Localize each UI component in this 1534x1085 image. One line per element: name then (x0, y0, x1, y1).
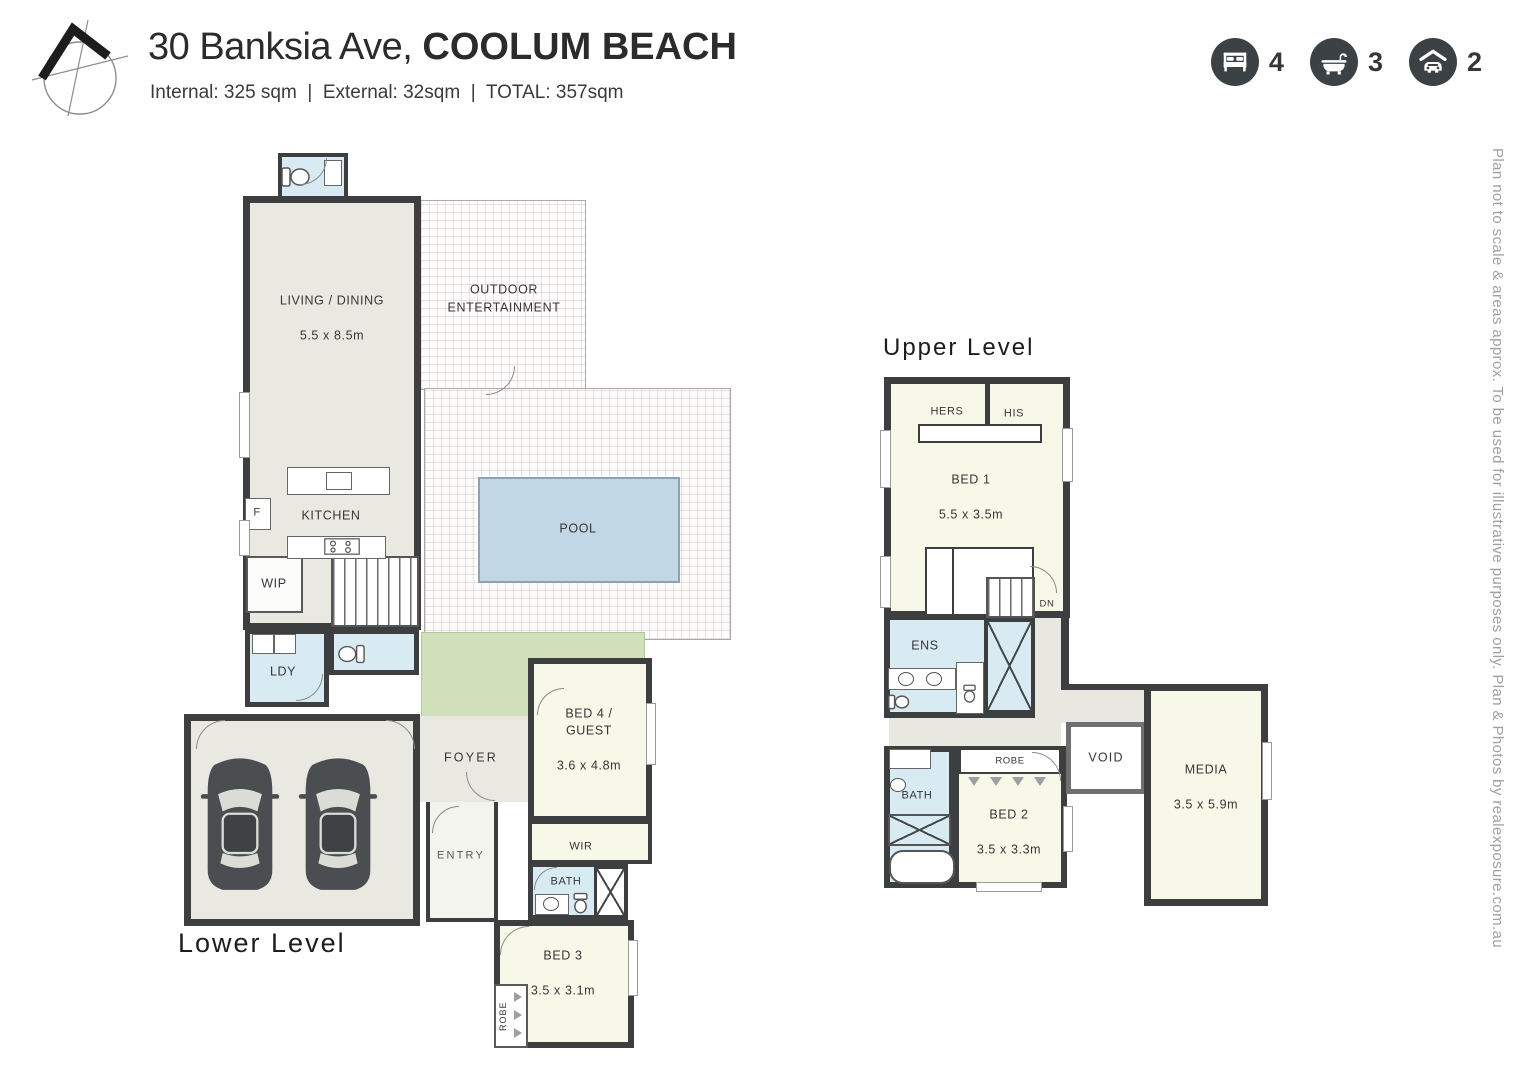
shower (594, 866, 627, 918)
basin-icon (890, 778, 906, 792)
powder-basin-cabinet (324, 160, 342, 186)
upper-hall (1061, 690, 1145, 723)
void (1066, 722, 1146, 794)
room-label-his: HIS (1003, 407, 1025, 420)
bed3-robe (494, 984, 528, 1048)
corridor-top-wall (1061, 684, 1145, 690)
pool (478, 477, 680, 583)
window (628, 940, 638, 996)
room-label-media: MEDIA 3.5 x 5.9m (1173, 761, 1239, 811)
basin-icon (926, 672, 942, 686)
room-label-hers: HERS (930, 405, 964, 418)
room-label-wir: WIR (569, 840, 593, 853)
address-suburb: COOLUM BEACH (422, 26, 737, 68)
linen-cupboard (889, 749, 931, 769)
kitchen-island (287, 467, 390, 495)
room-label-foyer: FOYER (443, 750, 499, 765)
upper-hall (889, 714, 1061, 748)
room-label-living: LIVING / DINING 5.5 x 8.5m (279, 292, 385, 342)
room-label-robe-upper: ROBE (995, 755, 1025, 767)
window (976, 882, 1042, 892)
lower-level-title: Lower Level (178, 928, 346, 958)
bathroom-count: 3 (1367, 46, 1383, 77)
room-label-ens: ENS (911, 638, 939, 653)
stat-bathrooms: 3 (1309, 38, 1383, 86)
compass-icon (31, 19, 128, 116)
room-label-bath-lower: BATH (550, 875, 582, 888)
window (646, 703, 656, 765)
window (1063, 806, 1073, 852)
hanger-icon (1012, 777, 1024, 786)
toilet-icon (888, 694, 910, 710)
hanger-icon (990, 777, 1002, 786)
wc-lower (329, 629, 419, 675)
car-icon (298, 756, 378, 893)
basin-icon (543, 897, 559, 911)
toilet-icon (338, 644, 365, 664)
robe-divider-wall (985, 380, 990, 440)
robe-shelf (918, 424, 1042, 443)
hanger-icon (514, 992, 522, 1002)
room-label-robe-lower: ROBE (498, 1001, 508, 1031)
toilet-icon (963, 684, 976, 703)
stat-garage: 2 (1408, 38, 1482, 86)
window (1062, 428, 1073, 482)
room-label-bed4: BED 4 / GUEST 3.6 x 4.8m (556, 706, 622, 773)
bath-icon (1309, 38, 1358, 86)
room-label-pool: POOL (559, 521, 597, 536)
bed-pillow-line (952, 549, 954, 614)
cooktop-icon (324, 538, 360, 555)
stairs-upper (986, 577, 1035, 618)
bed-icon (1210, 38, 1259, 86)
page-title: 30 Banksia Ave, COOLUM BEACH (148, 26, 737, 69)
bathtub-icon (889, 850, 955, 884)
window (880, 430, 891, 488)
room-label-wip: WIP (261, 576, 287, 591)
tower-right-wall (1061, 614, 1069, 688)
room-label-bed1: BED 1 5.5 x 3.5m (938, 471, 1004, 521)
basin-icon (898, 672, 914, 686)
car-icon (200, 756, 280, 893)
walk-in-pantry (246, 556, 303, 613)
upper-level-title: Upper Level (883, 334, 1035, 361)
hanger-icon (1034, 777, 1046, 786)
room-label-entry: ENTRY (436, 849, 486, 862)
window (239, 520, 250, 556)
hanger-icon (968, 777, 980, 786)
room-label-bath-upper: BATH (901, 789, 933, 802)
garage-count: 2 (1466, 46, 1482, 77)
island-sink (326, 472, 352, 490)
hanger-icon (514, 1028, 522, 1038)
stairs-lower (331, 556, 419, 627)
room-label-dn: DN (1039, 598, 1055, 610)
disclaimer-text: Plan not to scale & areas approx. To be … (1489, 148, 1506, 949)
property-stats: 4 3 2 (1210, 38, 1482, 86)
room-label-outdoor: OUTDOOR ENTERTAINMENT (447, 282, 561, 315)
hanger-icon (514, 1010, 522, 1020)
shower (984, 618, 1035, 714)
room-label-void: VOID (1088, 750, 1124, 765)
stat-bedrooms: 4 (1210, 38, 1284, 86)
area-summary: Internal: 325 sqm | External: 32sqm | TO… (150, 82, 624, 103)
window (1262, 742, 1272, 800)
window (880, 556, 891, 608)
washer (252, 634, 274, 654)
room-label-kitchen: KITCHEN (301, 508, 361, 523)
toilet-icon (573, 892, 588, 914)
address-street: 30 Banksia Ave, (148, 26, 423, 68)
room-label-bed2: BED 2 3.5 x 3.3m (976, 806, 1042, 856)
dryer (274, 634, 296, 654)
garage-icon (1408, 38, 1457, 86)
room-label-bed3: BED 3 3.5 x 3.1m (530, 947, 596, 997)
shower (888, 814, 951, 846)
window (239, 392, 250, 458)
room-label-fridge: F (253, 506, 261, 519)
room-label-ldy: LDY (269, 664, 297, 679)
bedroom-count: 4 (1268, 46, 1284, 77)
